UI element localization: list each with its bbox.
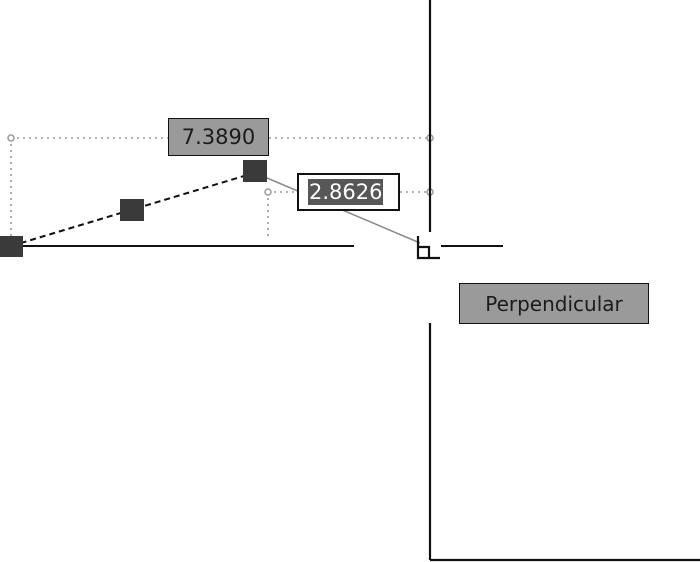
grip-midpoint[interactable] (120, 199, 144, 221)
dim-point-marker (7, 134, 15, 142)
osnap-tooltip: Perpendicular (459, 283, 649, 324)
perpendicular-icon (416, 236, 440, 260)
dim-point-marker (264, 188, 272, 196)
grip-end[interactable] (243, 160, 267, 182)
length-value: 7.3890 (181, 125, 256, 149)
dynamic-input-angle[interactable]: 2.8626 (297, 173, 400, 211)
dynamic-input-length[interactable]: 7.3890 (168, 118, 269, 156)
osnap-tooltip-label: Perpendicular (485, 291, 623, 316)
angle-value-selected[interactable]: 2.8626 (308, 179, 384, 205)
grip-start[interactable] (0, 236, 23, 257)
rubber-band-line (10, 172, 255, 247)
